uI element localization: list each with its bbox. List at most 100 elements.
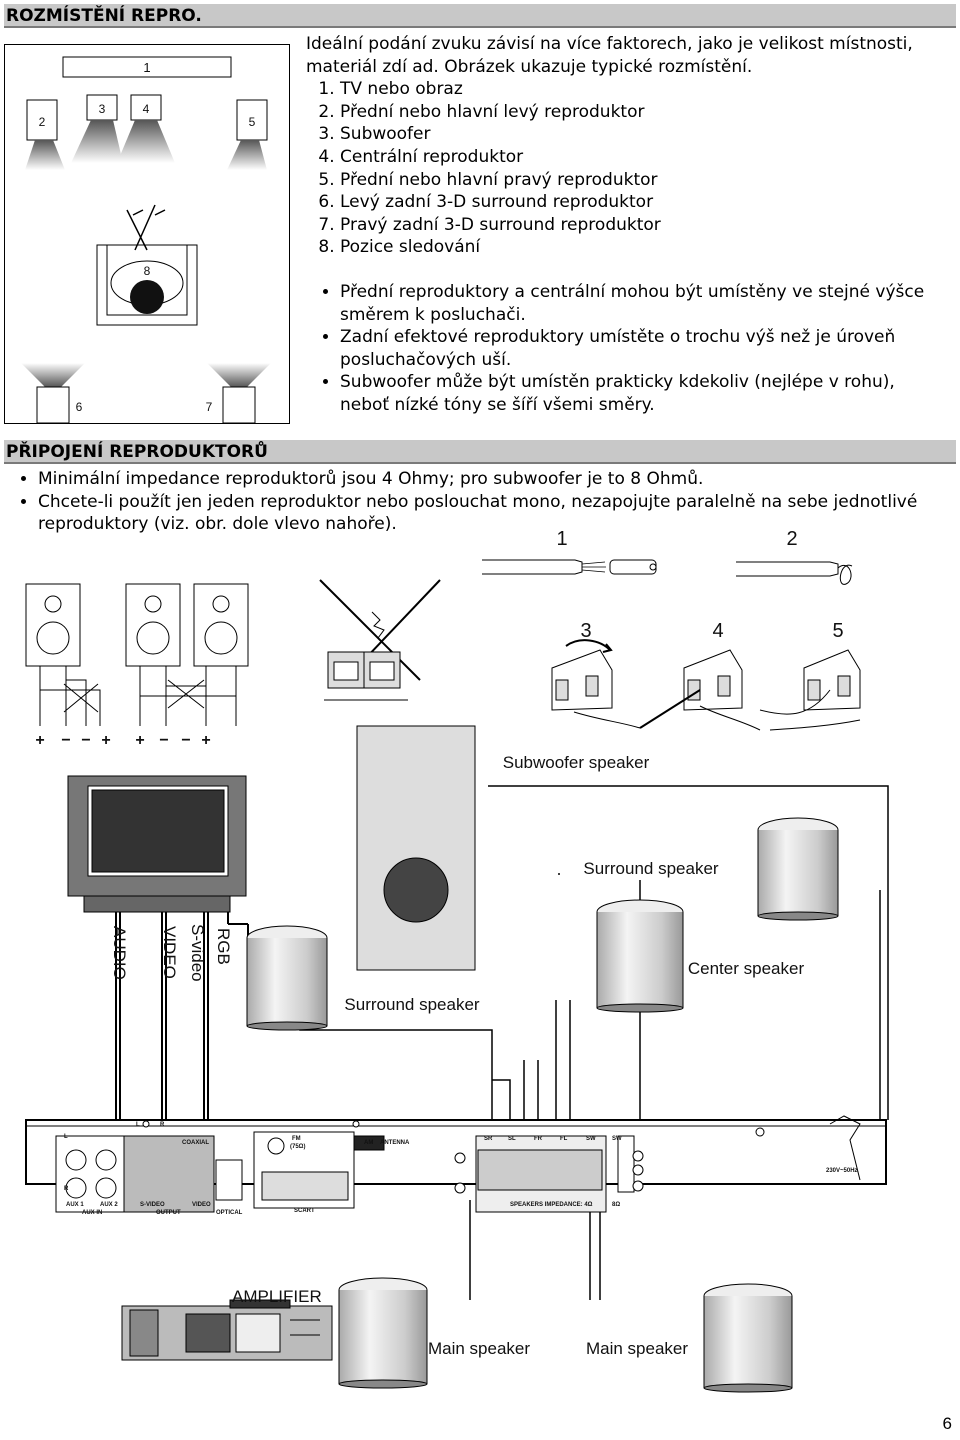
terminal-step-3 (551, 639, 641, 729)
panel-optical: OPTICAL (216, 1210, 243, 1216)
amplifier (121, 1299, 333, 1361)
panel-ch-sw: SW (586, 1136, 596, 1142)
subwoofer-speaker (356, 725, 476, 971)
crossed-wires-warning (319, 579, 441, 701)
amplifier-label: AMPLIFIER (232, 1287, 322, 1306)
list-item: Pravý zadní 3-D surround reproduktor (340, 214, 946, 237)
label-1: 1 (143, 60, 150, 75)
label-8: 8 (144, 264, 151, 278)
list-item: Zadní efektové reproduktory umístěte o t… (340, 326, 946, 371)
intro-paragraph: Ideální podání zvuku závisí na více fakt… (306, 34, 913, 77)
speaker-3 (86, 94, 118, 121)
panel-l: L (64, 1134, 68, 1140)
label-6: 6 (76, 400, 83, 414)
list-item: Přední nebo hlavní levý reproduktor (340, 101, 946, 124)
cable-rgb: RGB (214, 928, 233, 965)
room-layout-svg: 1 2 3 4 5 8 6 7 (21, 56, 271, 424)
speaker-7 (222, 386, 256, 424)
page-number: 6 (942, 1414, 952, 1433)
beam-2 (25, 140, 65, 170)
tv-set (67, 775, 247, 913)
polarity-5: + (135, 732, 144, 749)
panel-r2: R (160, 1122, 165, 1128)
main-speaker-right (703, 1283, 793, 1393)
connection-notes: Minimální impedance reproduktorů jsou 4 … (0, 468, 930, 536)
panel-8ohm: 8Ω (612, 1202, 620, 1208)
room-layout-diagram: 1 2 3 4 5 8 6 7 (4, 44, 290, 424)
cable-video: VIDEO (160, 926, 179, 979)
panel-video: VIDEO (192, 1202, 211, 1208)
tv-box (62, 56, 232, 78)
label-3: 3 (99, 102, 106, 116)
list-item: Subwoofer může být umístěn prakticky kde… (340, 371, 946, 416)
panel-l2: L (136, 1122, 140, 1128)
panel-auxin: AUX IN (82, 1210, 102, 1216)
panel-ch-fl: FL (560, 1136, 568, 1142)
rear-panel (25, 1115, 887, 1213)
list-item: Pozice sledování (340, 236, 946, 259)
polarity-3: − (81, 732, 90, 749)
wire-step-2 (736, 561, 853, 585)
list-item: Levý zadní 3-D surround reproduktor (340, 191, 946, 214)
main-left-label: Main speaker (428, 1339, 530, 1358)
label-5: 5 (249, 115, 256, 129)
cable-svideo: S-video (188, 924, 207, 982)
speaker-6 (36, 386, 70, 424)
surround-right-label: Surround speaker (583, 859, 718, 878)
beam-5 (227, 140, 267, 170)
section-header-connection: PŘIPOJENÍ REPRODUKTORŮ (4, 440, 956, 464)
terminal-step-4 (639, 649, 761, 731)
surround-speaker-left (246, 925, 328, 1031)
section-title: PŘIPOJENÍ REPRODUKTORŮ (6, 442, 268, 462)
polarity-8: + (201, 732, 210, 749)
panel-power: 230V~50Hz (826, 1168, 858, 1174)
beam-3 (71, 120, 123, 163)
polarity-2: − (61, 732, 70, 749)
step-2: 2 (786, 528, 797, 550)
section-header-placement: ROZMÍSTĚNÍ REPRO. (4, 4, 956, 28)
polarity-6: − (159, 732, 168, 749)
list-item: Subwoofer (340, 123, 946, 146)
polarity-4: + (101, 732, 110, 749)
step-3: 3 (580, 620, 591, 642)
list-item: Přední reproduktory a centrální mohou bý… (340, 281, 946, 326)
connection-diagram: 1 2 3 4 5 (25, 528, 889, 1393)
panel-antenna: ANTENNA (380, 1140, 410, 1146)
panel-svideo: S-VIDEO (140, 1202, 165, 1208)
list-item: Chcete-li použít jen jeden reproduktor n… (38, 491, 930, 536)
label-7: 7 (206, 400, 213, 414)
panel-aux1: AUX 1 (66, 1202, 84, 1208)
center-label: Center speaker (688, 959, 805, 978)
list-item: Přední nebo hlavní pravý reproduktor (340, 169, 946, 192)
beam-4 (117, 120, 175, 163)
panel-fm-ohm: (75Ω) (290, 1144, 305, 1150)
listener-head (130, 280, 164, 314)
surround-speaker-right (596, 899, 684, 1013)
connection-text: Minimální impedance reproduktorů jsou 4 … (0, 468, 930, 536)
parallel-speakers (25, 583, 249, 726)
surround-left-label: Surround speaker (344, 995, 479, 1014)
speaker-4 (130, 94, 162, 121)
wire-step-1 (482, 559, 657, 575)
step-1: 1 (556, 528, 567, 550)
panel-speakers: SPEAKERS IMPEDANCE: 4Ω (510, 1202, 593, 1208)
panel-ch-sl: SL (508, 1136, 516, 1142)
panel-scart: SCART (294, 1208, 315, 1214)
polarity-7: − (181, 732, 190, 749)
panel-ch-fr: FR (534, 1136, 543, 1142)
beam-7 (207, 363, 271, 387)
polarity-1: + (35, 732, 44, 749)
section-title: ROZMÍSTĚNÍ REPRO. (6, 6, 202, 26)
main-right-label: Main speaker (586, 1339, 688, 1358)
panel-labels: L R L R COAXIAL AUX 1 AUX 2 AUX IN S-VID… (64, 1122, 858, 1216)
cable-audio: AUDIO (110, 926, 129, 980)
panel-aux2: AUX 2 (100, 1202, 118, 1208)
subwoofer-label: Subwoofer speaker (503, 753, 650, 772)
beam-6 (21, 363, 85, 387)
placement-list: TV nebo obraz Přední nebo hlavní levý re… (306, 78, 946, 259)
center-speaker (757, 817, 839, 921)
panel-fm: FM (292, 1136, 301, 1142)
panel-sw: SW (612, 1136, 622, 1142)
main-speaker-left (338, 1277, 428, 1389)
label-4: 4 (143, 102, 150, 116)
